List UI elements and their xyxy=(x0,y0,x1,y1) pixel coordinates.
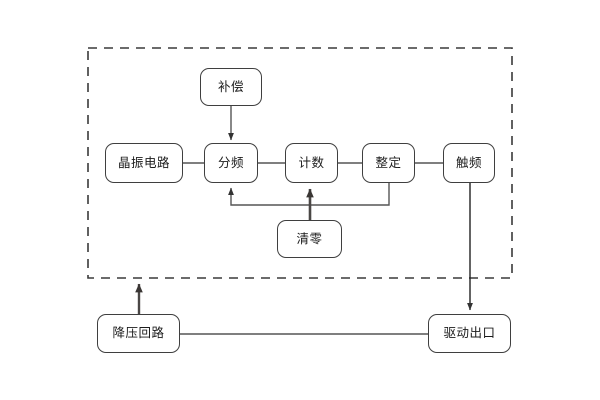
node-buchang[interactable]: 补偿 xyxy=(200,68,262,106)
node-jishu-label: 计数 xyxy=(298,154,325,170)
node-qingling[interactable]: 清零 xyxy=(277,220,342,258)
node-qingling-label: 清零 xyxy=(296,230,323,246)
node-jingzhen-dianlu[interactable]: 晶振电路 xyxy=(105,143,183,183)
node-buchang-label: 补偿 xyxy=(217,78,244,94)
dashed-group-boundary xyxy=(87,47,513,279)
node-fenpin-label: 分频 xyxy=(217,154,244,170)
node-jiangya-huilu-label: 降压回路 xyxy=(112,325,165,341)
node-chupin-label: 触频 xyxy=(455,154,482,170)
node-zhengding-label: 整定 xyxy=(375,154,402,170)
node-jiangya-huilu[interactable]: 降压回路 xyxy=(97,314,180,353)
node-jingzhen-dianlu-label: 晶振电路 xyxy=(117,154,170,170)
node-jishu[interactable]: 计数 xyxy=(285,143,338,183)
node-zhengding[interactable]: 整定 xyxy=(362,143,415,183)
node-qudong-chukou-label: 驱动出口 xyxy=(443,325,496,341)
node-qudong-chukou[interactable]: 驱动出口 xyxy=(428,314,511,353)
node-chupin[interactable]: 触频 xyxy=(443,143,495,183)
node-fenpin[interactable]: 分频 xyxy=(204,143,258,183)
